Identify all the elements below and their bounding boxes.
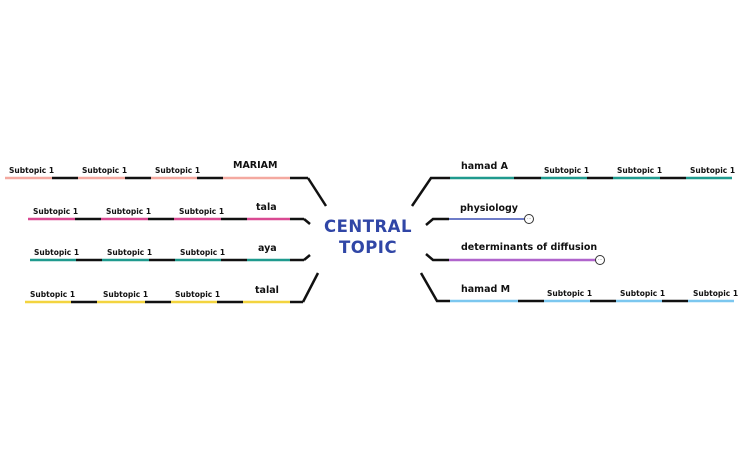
aya-subtopic[interactable]: Subtopic 1 <box>180 248 226 257</box>
aya-connector <box>303 254 311 261</box>
branch-talal[interactable]: talal <box>255 285 279 296</box>
determinants-connector <box>425 253 449 262</box>
hamad-m-subtopic[interactable]: Subtopic 1 <box>620 289 666 298</box>
mariam-connector <box>306 177 328 207</box>
central-topic-line-2: TOPIC <box>338 238 398 257</box>
hamad-m-connector <box>419 272 450 303</box>
branch-mariam[interactable]: MARIAM <box>233 160 278 171</box>
hamad-a-subtopic[interactable]: Subtopic 1 <box>690 166 736 175</box>
tala-subtopic[interactable]: Subtopic 1 <box>106 207 152 216</box>
central-topic-line-1: CENTRAL <box>324 217 412 236</box>
hamad-m-subtopic[interactable]: Subtopic 1 <box>693 289 739 298</box>
mariam-subtopic[interactable]: Subtopic 1 <box>9 166 55 175</box>
hamad-a-subtopic[interactable]: Subtopic 1 <box>617 166 663 175</box>
aya-subtopic[interactable]: Subtopic 1 <box>107 248 153 257</box>
hamad-a-connector <box>410 176 450 207</box>
branch-hamad-m[interactable]: hamad M <box>461 284 511 295</box>
collapsed-count-icon[interactable]: ⋯ <box>595 255 605 265</box>
talal-subtopic[interactable]: Subtopic 1 <box>103 290 149 299</box>
branch-tala[interactable]: tala <box>256 202 277 213</box>
mariam-subtopic[interactable]: Subtopic 1 <box>155 166 201 175</box>
branch-aya[interactable]: aya <box>258 243 277 254</box>
mariam-subtopic[interactable]: Subtopic 1 <box>82 166 128 175</box>
talal-subtopic[interactable]: Subtopic 1 <box>30 290 76 299</box>
branch-hamad-a[interactable]: hamad A <box>461 161 508 172</box>
tala-connector <box>303 218 311 225</box>
branch-physiology[interactable]: physiology <box>460 203 518 214</box>
aya-subtopic[interactable]: Subtopic 1 <box>34 248 80 257</box>
talal-connector <box>301 272 320 303</box>
hamad-m-subtopic[interactable]: Subtopic 1 <box>547 289 593 298</box>
branch-determinants-of-diffusion[interactable]: determinants of diffusion <box>461 242 598 253</box>
hamad-a-subtopic[interactable]: Subtopic 1 <box>544 166 590 175</box>
tala-subtopic[interactable]: Subtopic 1 <box>33 207 79 216</box>
collapsed-count-icon[interactable]: ⋯ <box>524 214 534 224</box>
talal-subtopic[interactable]: Subtopic 1 <box>175 290 221 299</box>
central-topic[interactable]: CENTRAL TOPIC <box>318 216 418 258</box>
physiology-connector <box>425 217 449 226</box>
tala-subtopic[interactable]: Subtopic 1 <box>179 207 225 216</box>
